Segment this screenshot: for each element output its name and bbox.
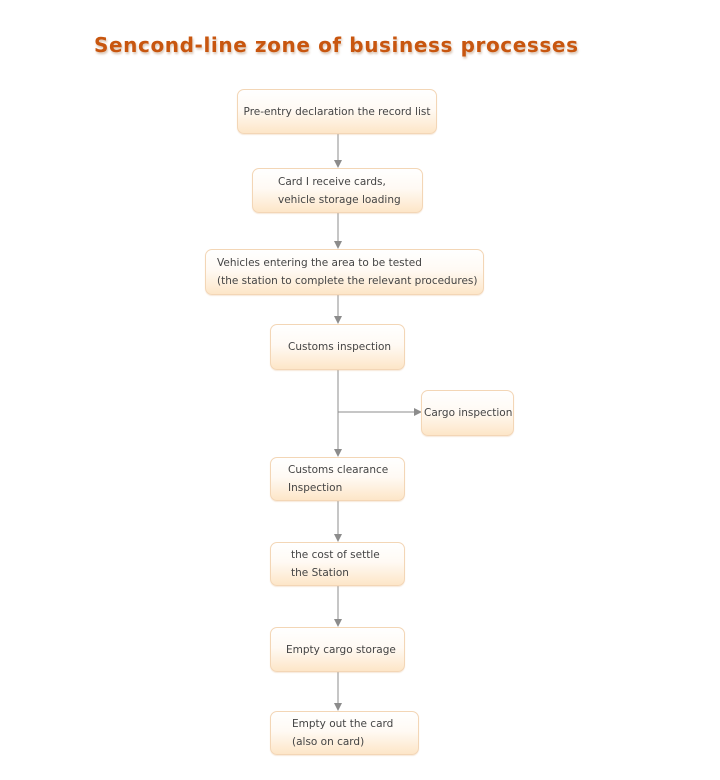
step-text-line: (the station to complete the relevant pr… (217, 275, 478, 287)
step-text-line: Card I receive cards, (278, 175, 386, 188)
step-cost-settle: the cost of settle the Station (270, 542, 405, 586)
step-text-line: the Station (291, 567, 349, 579)
step-pre-entry-declaration: Pre-entry declaration the record list (237, 89, 437, 134)
step-text-line: the cost of settle (291, 549, 380, 561)
step-text-line: Empty cargo storage (286, 643, 396, 656)
diagram-title: Sencond-line zone of business processes (94, 33, 579, 57)
step-empty-cargo-storage: Empty cargo storage (270, 627, 405, 672)
step-text-line: Customs inspection (288, 341, 392, 353)
step-text-line: Vehicles entering the area to be tested (217, 257, 422, 269)
branch-text-line: Cargo inspection (424, 407, 513, 419)
step-card-receive: Card I receive cards, vehicle storage lo… (252, 168, 423, 213)
step-customs-clearance: Customs clearance Inspection (270, 457, 405, 501)
step-empty-out-card: Empty out the card (also on card) (270, 711, 419, 755)
step-text-line: Customs clearance (288, 464, 389, 476)
step-text-line: Pre-entry declaration the record list (243, 105, 431, 118)
branch-cargo-inspection: Cargo inspection (421, 390, 514, 436)
step-text-line: vehicle storage loading (278, 193, 401, 206)
step-text-line: (also on card) (292, 736, 365, 748)
step-customs-inspection: Customs inspection (270, 324, 405, 370)
step-text-line: Empty out the card (292, 718, 394, 730)
step-vehicles-entering: Vehicles entering the area to be tested … (205, 249, 484, 295)
step-text-line: Inspection (288, 482, 343, 494)
